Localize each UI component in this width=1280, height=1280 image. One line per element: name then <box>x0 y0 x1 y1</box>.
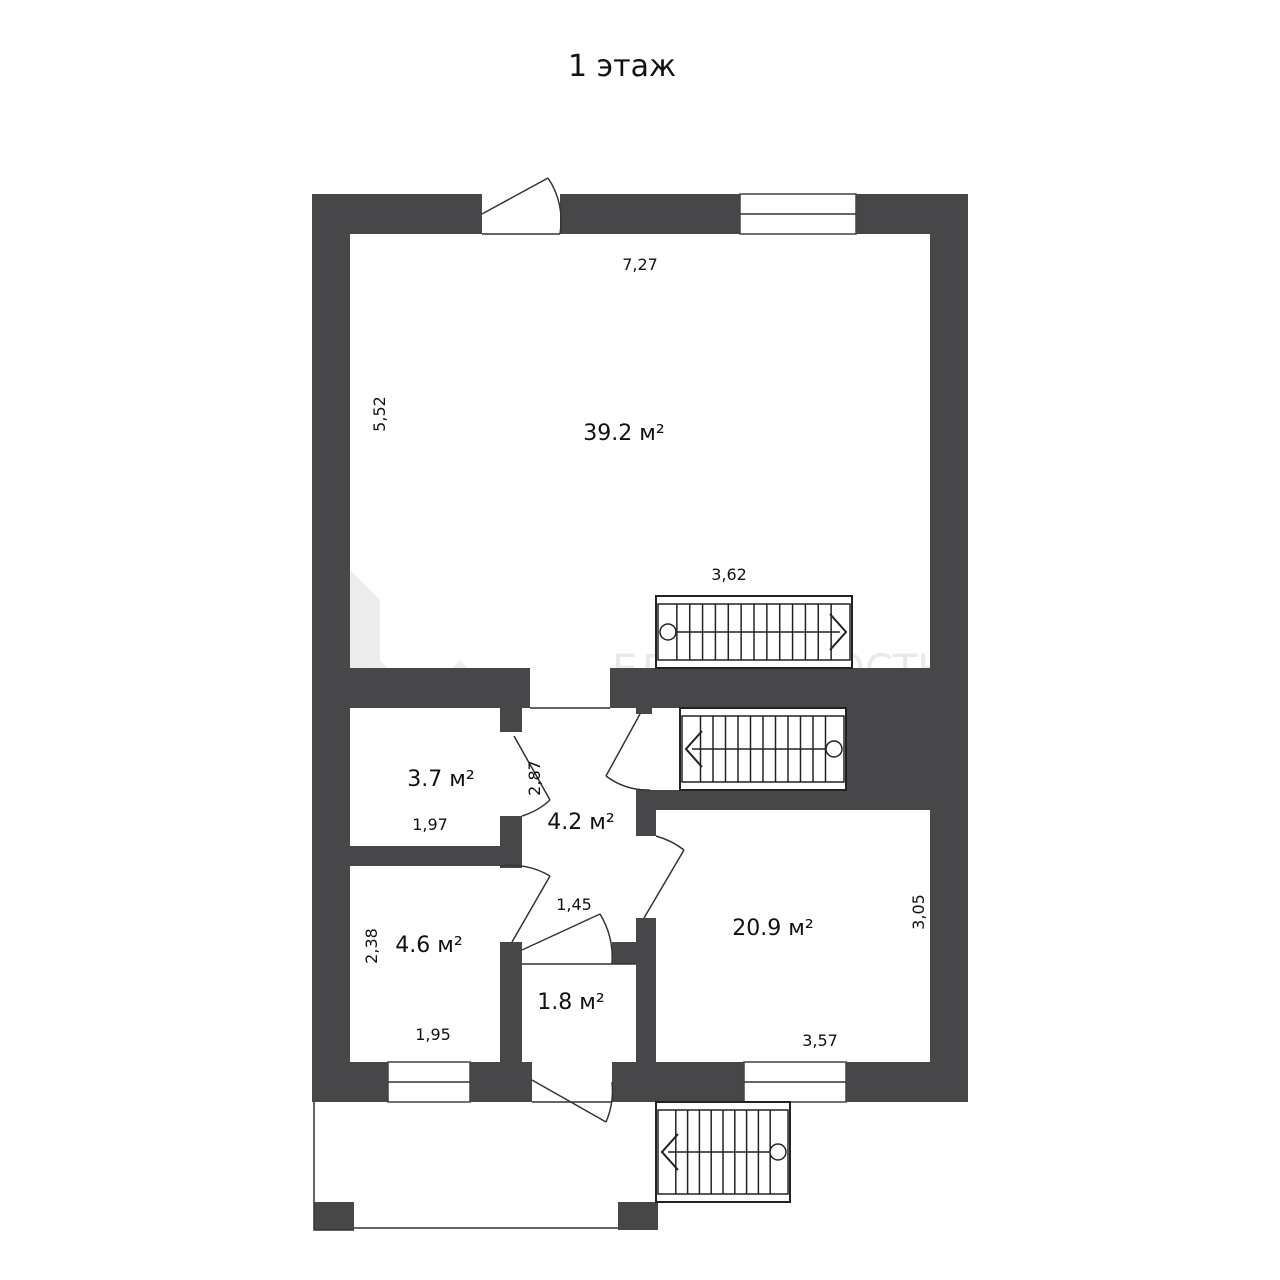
dimension-label: 1,95 <box>415 1025 451 1044</box>
room-area-label: 4.6 м² <box>395 933 462 958</box>
wall-niche <box>846 708 930 790</box>
room-area-label: 1.8 м² <box>537 990 604 1015</box>
dimension-label: 5,52 <box>370 396 389 432</box>
dimension-label: 1,97 <box>412 815 448 834</box>
door-room18-leaf <box>521 913 601 951</box>
wall-bottom-1 <box>312 1062 388 1102</box>
windows <box>387 193 857 1103</box>
room-area-label: 3.7 м² <box>407 767 474 792</box>
wall-mid-right <box>610 668 930 708</box>
wall-room37-bottom <box>350 846 500 866</box>
wall-post-3 <box>612 942 636 964</box>
stair-start-marker <box>825 740 843 758</box>
door-exit-leaf <box>531 1079 607 1123</box>
terrace-outline-left <box>313 1102 354 1231</box>
room-area-label: 4.2 м² <box>547 810 614 835</box>
door-entrance-leaf <box>481 177 549 215</box>
wall-bottom-2 <box>470 1062 532 1102</box>
dimension-label: 3,57 <box>802 1031 838 1050</box>
room-area-label: 39.2 м² <box>583 421 664 446</box>
stair-arrow <box>660 1133 679 1171</box>
terrace-post-left <box>314 1202 354 1230</box>
wall-post-2 <box>500 816 522 868</box>
doors <box>481 177 685 1123</box>
walls <box>312 194 968 1230</box>
stair-start-marker <box>659 623 677 641</box>
dimension-label: 2,38 <box>362 928 381 964</box>
wall-top-mid <box>560 194 740 234</box>
door-room37-leaf <box>513 735 551 801</box>
wall-bottom-3 <box>612 1062 744 1102</box>
wall-room18-left <box>500 942 522 1062</box>
wall-post-1 <box>500 708 522 732</box>
dimension-label: 1,45 <box>556 895 592 914</box>
floor-title: 1 этаж <box>568 49 676 84</box>
dimension-label: 7,27 <box>622 255 658 274</box>
wall-left <box>312 194 350 1062</box>
stair-arrow <box>829 613 848 651</box>
stair-arrow <box>684 730 703 768</box>
wall-post-5 <box>636 708 652 714</box>
wall-mid-left <box>350 668 530 708</box>
dimension-label: 2,87 <box>525 760 544 796</box>
dimension-label: 3,05 <box>909 894 928 930</box>
door-stair-leaf <box>605 713 641 777</box>
wall-room209-top <box>636 790 930 810</box>
wall-bottom-4 <box>846 1062 968 1102</box>
stair-start-marker <box>769 1143 787 1161</box>
room-area-label: 20.9 м² <box>732 916 813 941</box>
wall-post-4 <box>636 790 656 836</box>
wall-right <box>930 194 968 1102</box>
wall-room209-left <box>636 918 656 1062</box>
dimension-label: 3,62 <box>711 565 747 584</box>
terrace-post-right <box>618 1202 658 1230</box>
door-room209-leaf <box>643 849 685 919</box>
door-room46-leaf <box>511 875 551 943</box>
stairs <box>655 595 853 1203</box>
